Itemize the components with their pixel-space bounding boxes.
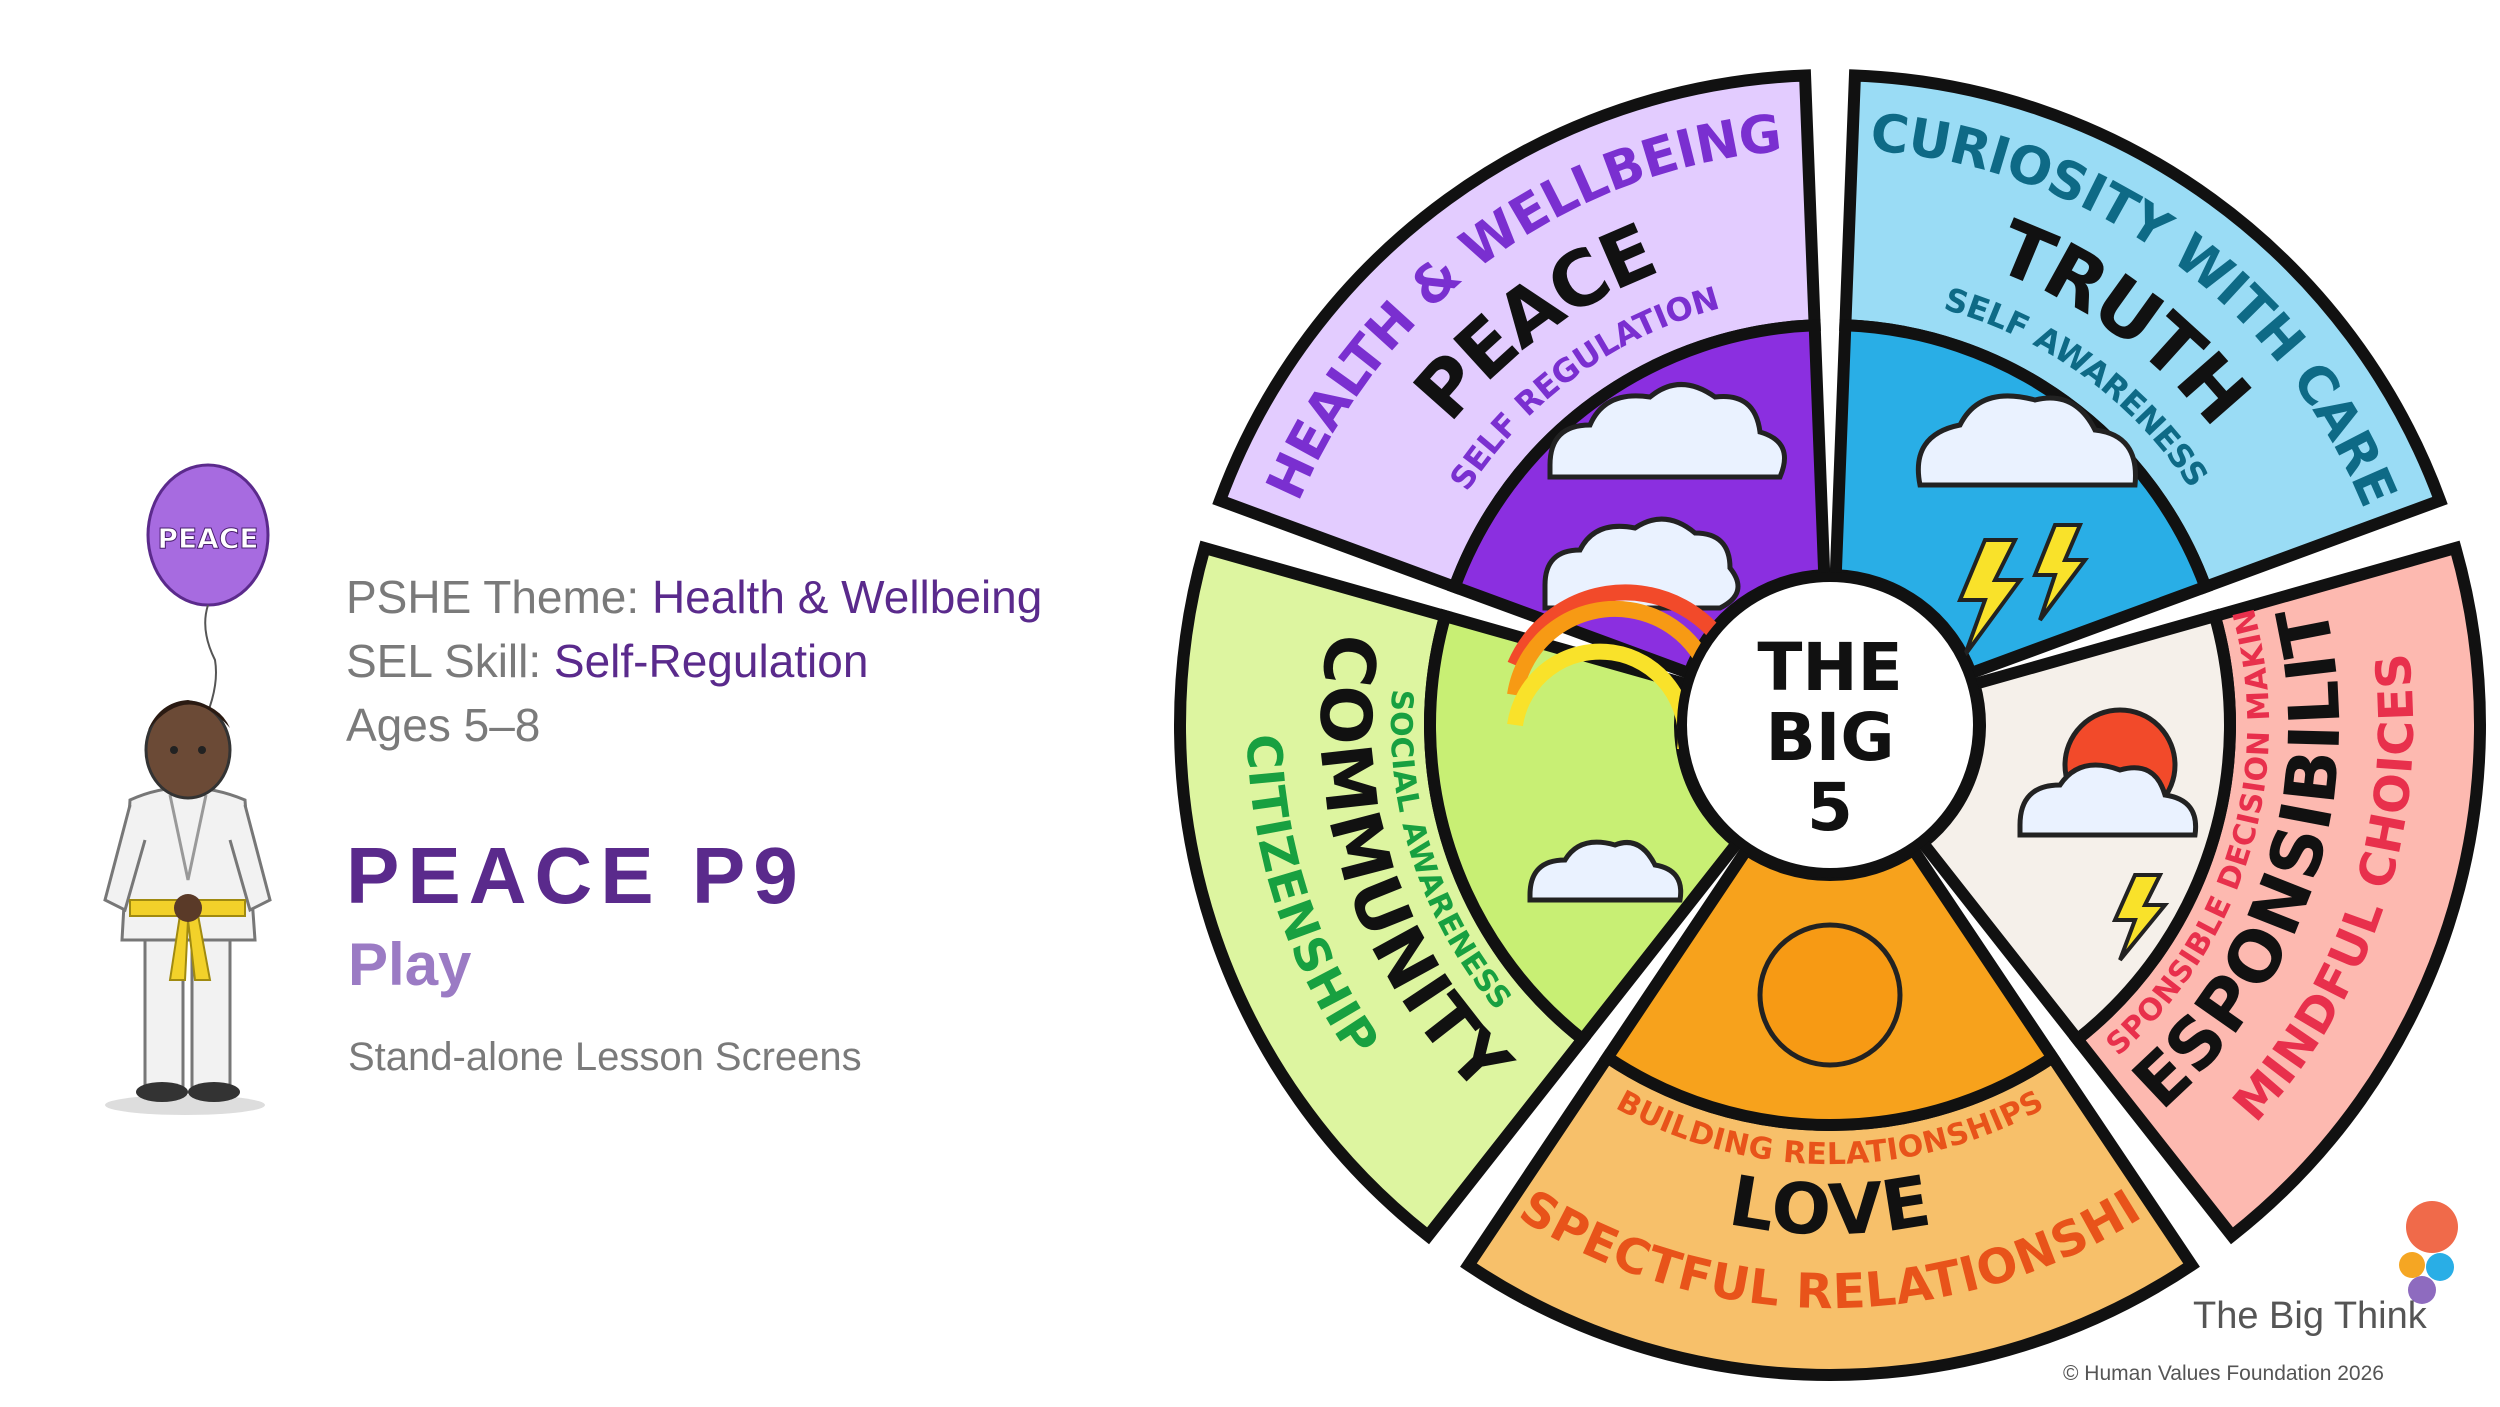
peace-clouds-icon xyxy=(1542,382,1787,611)
sel-skill-label: SEL Skill: xyxy=(346,635,542,687)
lesson-note: Stand-alone Lesson Screens xyxy=(348,1035,862,1079)
pshe-theme-value: Health & Wellbeing xyxy=(651,571,1043,623)
sel-skill-line: SEL Skill: Self-Regulation xyxy=(346,629,1042,693)
wheel-center-line-1: THE xyxy=(1757,629,1902,706)
copyright-notice: © Human Values Foundation 2026 xyxy=(2063,1362,2384,1385)
pshe-theme-line: PSHE Theme: Health & Wellbeing xyxy=(346,565,1042,629)
lesson-title: PEACE P9 xyxy=(346,831,806,920)
lesson-info: PSHE Theme: Health & Wellbeing SEL Skill… xyxy=(346,565,1042,757)
the-big-think-logo-text: The Big Think xyxy=(2193,1295,2427,1337)
balloon-label: PEACE xyxy=(158,522,259,555)
wheel-center xyxy=(1677,572,1983,878)
pshe-theme-label: PSHE Theme: xyxy=(346,571,640,623)
lesson-subtitle: Play xyxy=(348,931,472,998)
love-sun-icon xyxy=(1757,922,1903,1068)
the-big-think-logo-icon xyxy=(2399,1201,2458,1304)
child-with-balloon-illustration: PEACE xyxy=(103,463,272,1115)
truth-storm-icon xyxy=(1915,393,2138,657)
responsibility-weather-icon xyxy=(2017,707,2199,962)
sel-skill-value: Self-Regulation xyxy=(553,635,869,687)
wheel-center-line-3: 5 xyxy=(1807,769,1853,846)
ages-line: Ages 5–8 xyxy=(346,699,541,751)
wheel-center-line-2: BIG xyxy=(1765,699,1894,776)
